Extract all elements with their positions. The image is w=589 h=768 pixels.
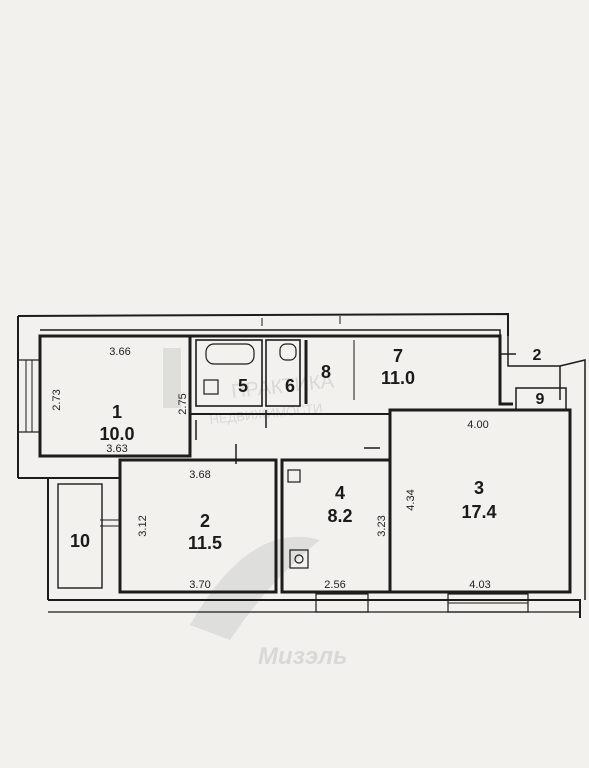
dim-room3-top: 4.00 xyxy=(467,419,488,431)
room-3-area: 17.4 xyxy=(461,502,496,522)
walls xyxy=(17,312,586,618)
room-7-area: 11.0 xyxy=(381,368,415,388)
room-2-annex-number: 2 xyxy=(533,347,542,364)
room-6-number: 6 xyxy=(285,376,295,396)
dim-room3-bottom: 4.03 xyxy=(469,579,490,591)
dim-room4-bottom: 2.56 xyxy=(324,579,345,591)
room-labels: 1 10.0 2 11.5 3 17.4 4 8.2 5 6 7 11.0 8 … xyxy=(70,346,545,553)
dim-room4-right: 3.23 xyxy=(376,515,388,536)
dim-room2-left: 3.12 xyxy=(137,515,149,536)
room-9-number: 9 xyxy=(536,391,545,408)
watermark-swoosh-icon xyxy=(190,536,320,640)
room-4-number: 4 xyxy=(335,483,345,503)
room-3-number: 3 xyxy=(474,478,484,498)
dimension-labels: 3.66 2.73 2.75 3.63 3.68 3.12 3.70 3.23 … xyxy=(51,346,491,591)
dim-room1-top: 3.66 xyxy=(109,346,130,358)
room-10-number: 10 xyxy=(70,531,90,551)
watermark-brand: Мизэль xyxy=(258,643,347,670)
dim-room3-left: 4.34 xyxy=(405,489,417,510)
room-8-number: 8 xyxy=(321,362,331,382)
room-5-number: 5 xyxy=(238,376,248,396)
dim-room2-bottom: 3.70 xyxy=(189,579,210,591)
room-2-number: 2 xyxy=(200,511,210,531)
room-7-number: 7 xyxy=(393,346,403,366)
dim-room1-right: 2.75 xyxy=(177,393,189,414)
dim-room1-left: 2.73 xyxy=(51,389,63,410)
room-1-number: 1 xyxy=(112,402,122,422)
room-2-area: 11.5 xyxy=(188,533,222,553)
room-1-area: 10.0 xyxy=(99,424,134,444)
dim-room2-top: 3.68 xyxy=(189,469,210,481)
room-4-area: 8.2 xyxy=(327,506,352,526)
dim-room1-bottom: 3.63 xyxy=(106,443,127,455)
